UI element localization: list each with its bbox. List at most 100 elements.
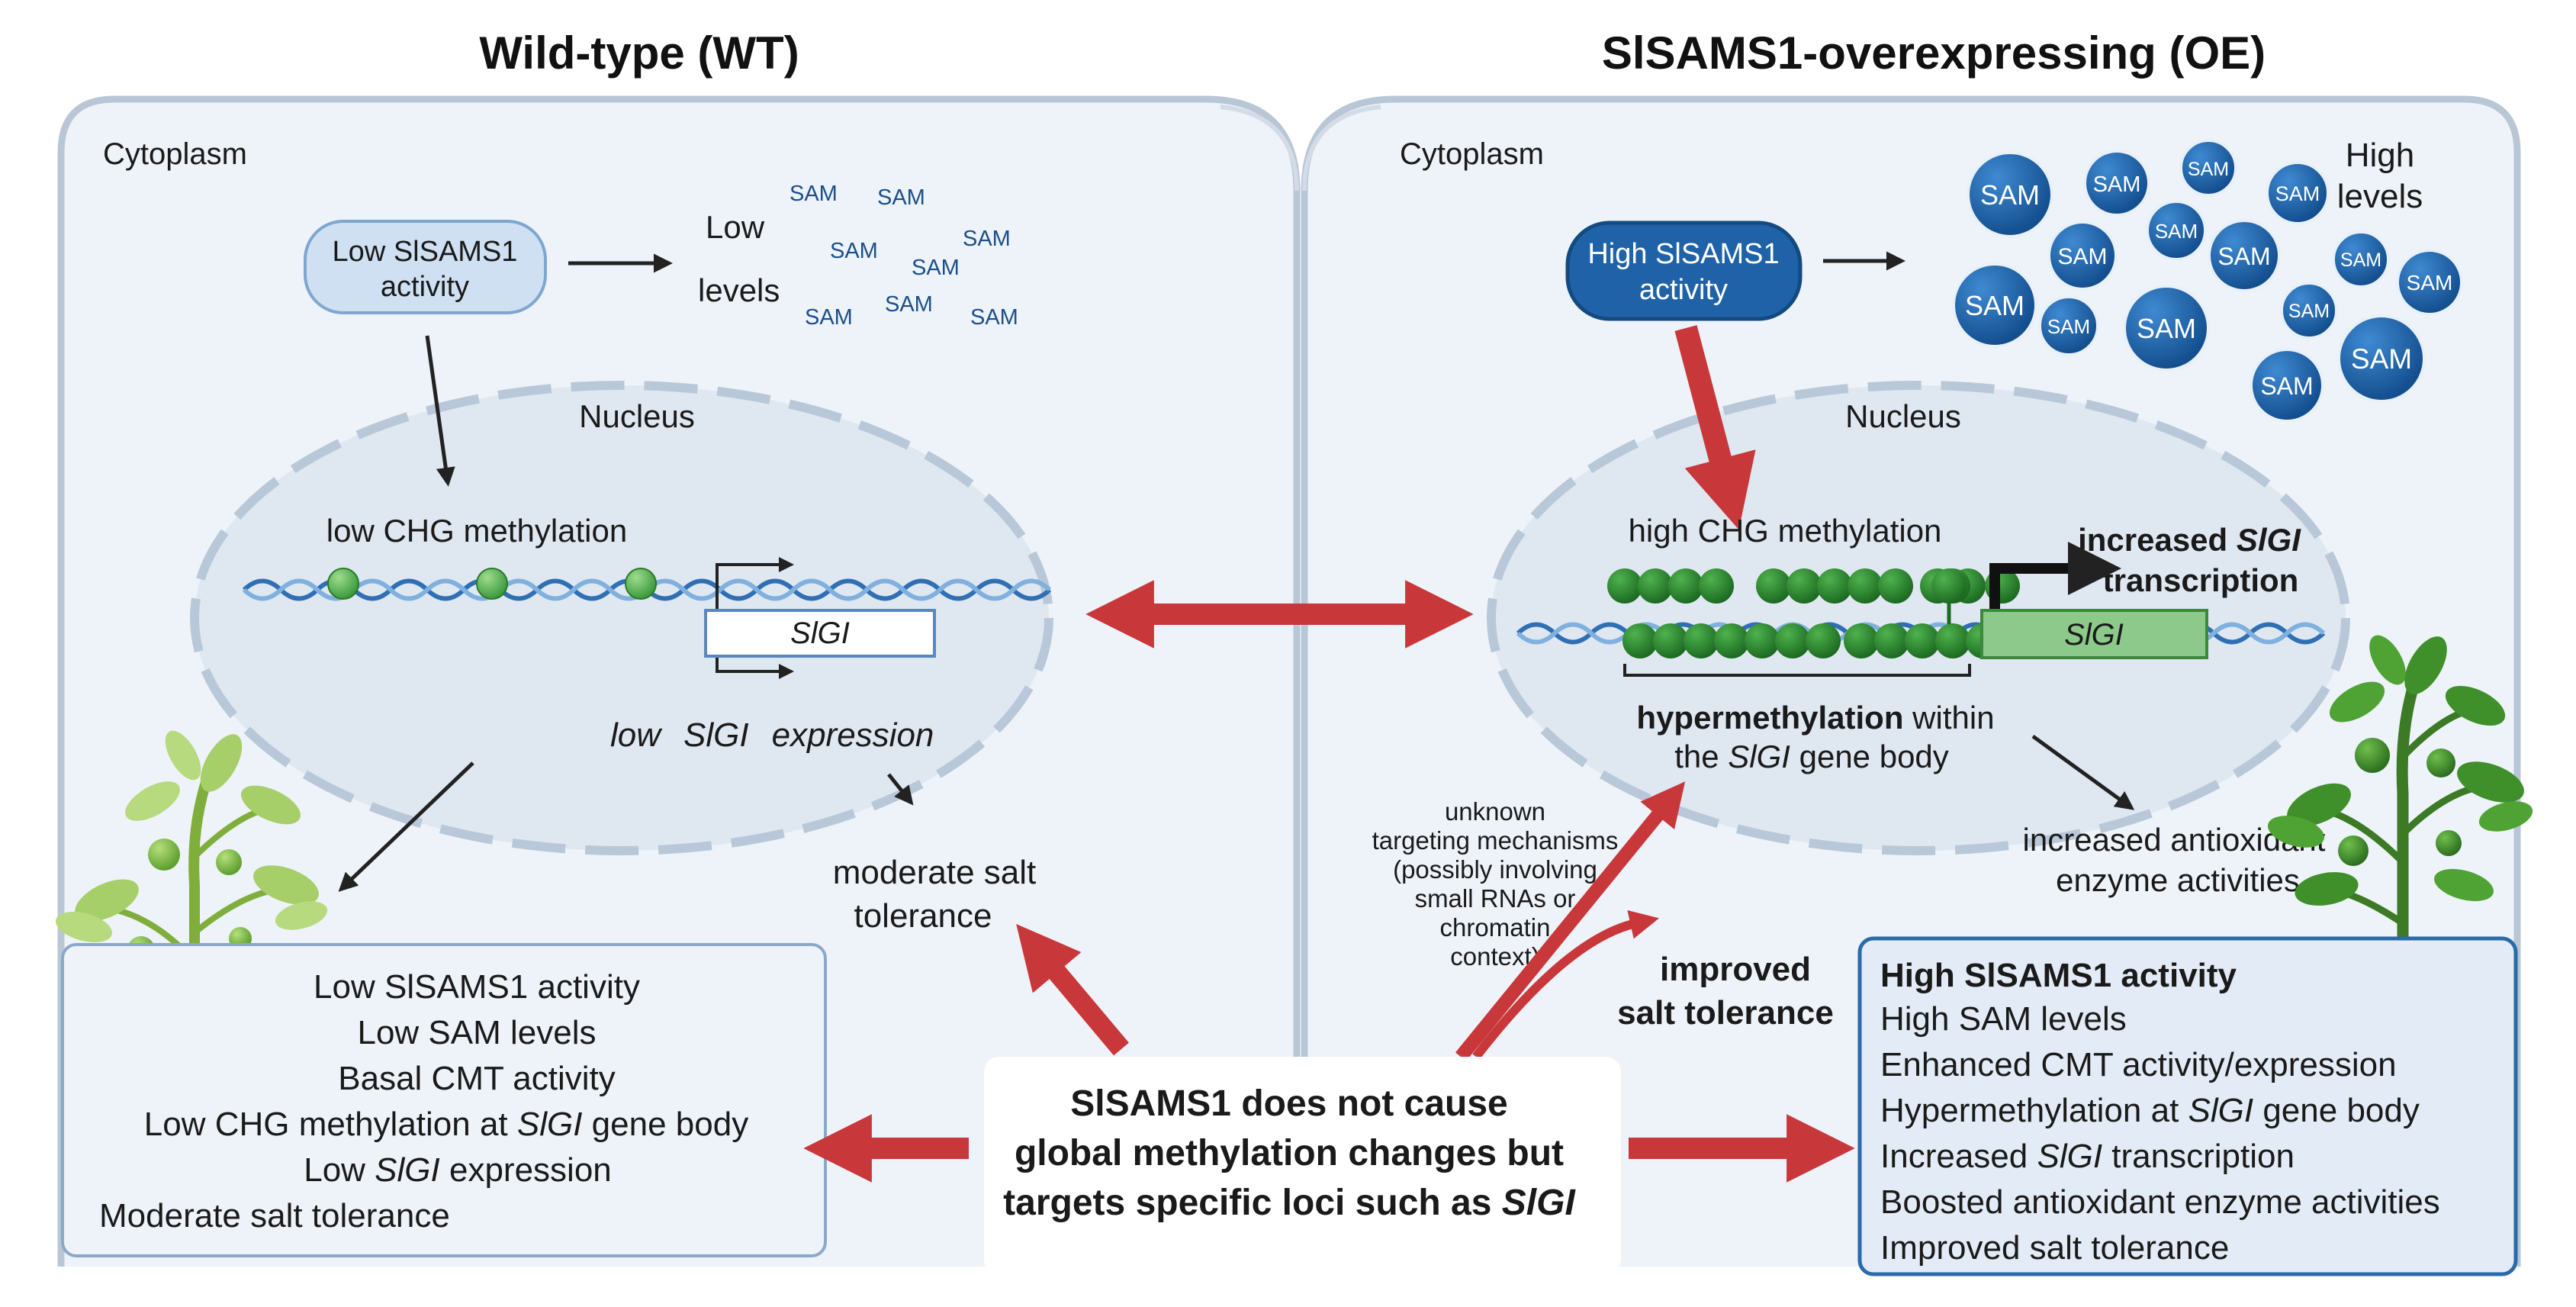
oe-gene-box — [1980, 609, 2208, 659]
wt-low-word: Low — [706, 209, 765, 245]
wt-summary-item: Low CHG methylation at SlGI gene body — [144, 1106, 748, 1143]
sam-small: SAM — [885, 292, 933, 317]
center-line2: global methylation changes but — [1015, 1133, 1564, 1173]
center-line1: SlSAMS1 does not cause — [1070, 1083, 1508, 1124]
svg-text:SAM: SAM — [2260, 372, 2313, 400]
sam-small: SAM — [790, 182, 838, 206]
oe-activity-line1: High SlSAMS1 — [1587, 238, 1779, 270]
oe-nucleus-label: Nucleus — [1845, 398, 1961, 434]
sam-molecule: SAM — [2396, 249, 2463, 316]
center-line3: targets specific loci such as SlGI — [1003, 1183, 1576, 1223]
sam-molecule: SAM — [2266, 161, 2330, 225]
wt-summary-item: Moderate salt tolerance — [99, 1197, 450, 1235]
wt-summary-item: Low SlSAMS1 activity — [314, 968, 640, 1006]
wt-methyl-marks — [327, 568, 657, 600]
sam-molecule: SAM — [2280, 282, 2338, 340]
sam-small: SAM — [805, 305, 853, 330]
oe-nucleus — [1487, 381, 2350, 855]
oe-activity-line2: activity — [1639, 274, 1728, 306]
unknown-line: context) — [1450, 942, 1539, 971]
oe-summary-item: Increased SlGI transcription — [1880, 1138, 2295, 1175]
svg-text:SAM: SAM — [1980, 179, 2040, 211]
oe-gene-label: SlGI — [2064, 618, 2124, 652]
sam-small: SAM — [963, 227, 1011, 251]
svg-text:SAM: SAM — [2351, 343, 2412, 375]
sam-small: SAM — [830, 239, 878, 263]
oe-hyper-line1: hypermethylation within — [1636, 700, 1994, 736]
oe-summary-item: Improved salt tolerance — [1880, 1229, 2229, 1267]
svg-text:SAM: SAM — [2057, 244, 2107, 269]
unknown-line: chromatin — [1440, 913, 1551, 942]
unknown-line: small RNAs or — [1415, 884, 1576, 913]
wt-nucleus-label: Nucleus — [579, 398, 695, 434]
center-to-wt-tolerance-arrow — [1016, 924, 1129, 1056]
sam-molecule: SAM — [1967, 151, 2053, 238]
unknown-line: unknown — [1445, 797, 1545, 826]
oe-summary-title: High SlSAMS1 activity — [1880, 957, 2237, 994]
wt-summary-item: Low SAM levels — [357, 1014, 596, 1051]
sam-molecule: SAM — [2047, 221, 2118, 291]
oe-hypermethylation-bracket — [1623, 664, 1971, 677]
sam-molecule: SAM — [1952, 262, 2037, 348]
oe-summary-item: Boosted antioxidant enzyme activities — [1880, 1183, 2440, 1221]
sam-molecule: SAM — [2208, 219, 2281, 292]
svg-text:SAM: SAM — [2155, 220, 2198, 243]
oe-summary-item: Hypermethylation at SlGI gene body — [1880, 1092, 2420, 1129]
svg-text:SAM: SAM — [2407, 271, 2453, 295]
wt-cytoplasm-label: Cytoplasm — [103, 137, 247, 171]
oe-improved-line2: salt tolerance — [1617, 994, 1834, 1032]
wt-summary-item: Basal CMT activity — [338, 1060, 616, 1097]
sam-molecule: SAM — [2038, 295, 2099, 356]
oe-high-word: High — [2346, 137, 2415, 174]
wt-summary-list: Low SlSAMS1 activity Low SAM levels Basa… — [99, 968, 748, 1235]
oe-activity-pill — [1565, 221, 1803, 321]
oe-summary-item: High SAM levels — [1880, 1000, 2127, 1038]
oe-summary-item: Enhanced CMT activity/expression — [1880, 1046, 2397, 1083]
wt-activity-line1: Low SlSAMS1 — [333, 236, 518, 268]
oe-levels-word: levels — [2337, 178, 2423, 215]
wt-tolerance-line2: tolerance — [854, 897, 992, 935]
unknown-mechanisms-note: unknown targeting mechanisms (possibly i… — [1372, 797, 1619, 971]
wt-gene-label: SlGI — [790, 616, 850, 650]
wt-tolerance-line1: moderate salt — [833, 854, 1037, 891]
svg-text:SAM: SAM — [2093, 172, 2141, 197]
svg-text:SAM: SAM — [2340, 249, 2381, 271]
center-to-oe-improved-arrow — [1472, 909, 1659, 1060]
sam-molecule: SAM — [2332, 230, 2390, 288]
sam-molecule: SAM — [2123, 285, 2210, 372]
sam-small: SAM — [970, 305, 1018, 330]
oe-summary-box — [1857, 936, 2518, 1276]
wt-summary-item: Low SlGI expression — [304, 1151, 612, 1189]
oe-activity-down-arrow — [1674, 325, 1756, 530]
svg-text:SAM: SAM — [2217, 243, 2270, 270]
sam-molecule: SAM — [2083, 150, 2150, 217]
center-to-oe-nucleus-arrow — [1455, 781, 1686, 1061]
oe-methylation-label: high CHG methylation — [1629, 513, 1942, 549]
svg-text:SAM: SAM — [2188, 159, 2229, 180]
sam-small: SAM — [912, 256, 960, 280]
svg-text:SAM: SAM — [2288, 301, 2330, 322]
wt-sam-molecules: SAM SAM SAM SAM SAM SAM SAM SAM — [790, 182, 1018, 330]
wt-methylation-label: low CHG methylation — [326, 513, 627, 549]
wt-gene-box — [704, 609, 936, 658]
wt-levels-word: levels — [698, 272, 780, 308]
sam-molecule: SAM — [2337, 314, 2426, 403]
unknown-line: (possibly involving — [1393, 855, 1597, 884]
oe-summary-list: High SAM levels Enhanced CMT activity/ex… — [1880, 1000, 2440, 1267]
sam-small: SAM — [877, 185, 925, 210]
oe-antioxidant-arrow — [2031, 734, 2135, 810]
unknown-line: targeting mechanisms — [1372, 826, 1619, 855]
oe-transcription-line1: increased SlGI — [2078, 522, 2301, 558]
oe-improved-line1: improved — [1660, 951, 1811, 988]
wt-nucleus — [190, 381, 1053, 855]
oe-antioxidant-line2: enzyme activities — [2056, 862, 2300, 898]
wt-activity-down-arrow — [425, 335, 455, 487]
svg-text:SAM: SAM — [2047, 315, 2090, 338]
wt-activity-pill — [304, 220, 547, 314]
oe-sam-cloud: SAM SAM SAM SAM SAM SAM SAM SAM SAM SAM … — [1952, 139, 2463, 423]
oe-title: SlSAMS1-overexpressing (OE) — [1602, 27, 2266, 79]
wt-expression-arrow — [887, 773, 914, 806]
sam-molecule: SAM — [2146, 200, 2207, 261]
